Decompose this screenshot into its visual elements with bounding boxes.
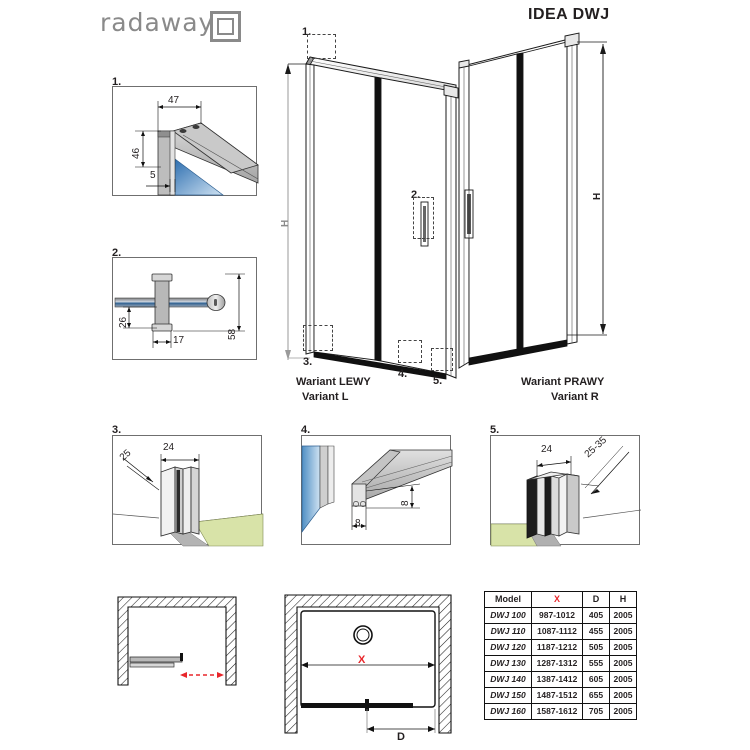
variant-right-pl: Wariant PRAWY bbox=[521, 376, 605, 388]
callout-4-box bbox=[398, 340, 422, 363]
cell-x: 1387-1412 bbox=[531, 671, 583, 688]
table-row: DWJ 100 987-1012 405 2005 bbox=[484, 607, 637, 624]
cell-h: 2005 bbox=[609, 623, 637, 640]
specification-table: Model X D H DWJ 100 987-1012 405 2005 DW… bbox=[484, 591, 637, 720]
detail-5-frame: 24 25-35 bbox=[490, 435, 642, 547]
cell-model: DWJ 110 bbox=[484, 623, 532, 640]
detail-2-dim-bottom: 17 bbox=[173, 335, 185, 346]
table-header-h: H bbox=[609, 591, 637, 608]
detail-2-drawing bbox=[114, 273, 245, 348]
detail-5-number: 5. bbox=[490, 424, 500, 436]
cell-h: 2005 bbox=[609, 607, 637, 624]
table-header-row: Model X D H bbox=[484, 591, 637, 608]
callout-3-label: 3. bbox=[303, 356, 313, 368]
elevation-right-drawing bbox=[458, 32, 607, 369]
variant-left-labels: Wariant LEWY Variant L bbox=[296, 375, 371, 405]
variant-right-en: Variant R bbox=[551, 391, 599, 403]
cell-h: 2005 bbox=[609, 655, 637, 672]
detail-1-dim-top: 47 bbox=[168, 95, 180, 106]
table-header-x: X bbox=[531, 591, 583, 608]
table-row: DWJ 140 1387-1412 605 2005 bbox=[484, 671, 637, 688]
cell-d: 405 bbox=[582, 607, 610, 624]
cell-model: DWJ 160 bbox=[484, 703, 532, 720]
brand-logo: radaway bbox=[100, 8, 260, 42]
detail-5-drawing bbox=[490, 445, 642, 547]
table-row: DWJ 120 1187-1212 505 2005 bbox=[484, 639, 637, 656]
plan-view-small bbox=[110, 585, 250, 695]
detail-3-frame: 24 25 bbox=[112, 435, 264, 547]
detail-2-number: 2. bbox=[112, 247, 122, 259]
cell-d: 505 bbox=[582, 639, 610, 656]
callout-5-label: 5. bbox=[433, 375, 443, 387]
cell-model: DWJ 140 bbox=[484, 671, 532, 688]
cell-d: 655 bbox=[582, 687, 610, 704]
callout-4-label: 4. bbox=[398, 368, 408, 380]
cell-d: 455 bbox=[582, 623, 610, 640]
detail-1-dim-bottom: 5 bbox=[150, 170, 156, 181]
cell-d: 555 bbox=[582, 655, 610, 672]
cell-h: 2005 bbox=[609, 639, 637, 656]
detail-4-drawing bbox=[301, 445, 453, 534]
cell-model: DWJ 150 bbox=[484, 687, 532, 704]
elevation-left-drawing bbox=[285, 56, 459, 380]
plan-main-drawing bbox=[284, 594, 452, 734]
cell-x: 1487-1512 bbox=[531, 687, 583, 704]
table-row: DWJ 160 1587-1612 705 2005 bbox=[484, 703, 637, 720]
callout-2-label: 2. bbox=[411, 189, 421, 201]
page-title: IDEA DWJ bbox=[528, 6, 610, 23]
detail-4-frame: 8 8 bbox=[301, 435, 453, 545]
table-row: DWJ 130 1287-1312 555 2005 bbox=[484, 655, 637, 672]
callout-3-box bbox=[303, 325, 333, 351]
elevation-left-height-label: H bbox=[280, 219, 291, 227]
detail-5-dim-top: 24 bbox=[541, 444, 553, 455]
detail-2-dim-left: 26 bbox=[118, 316, 129, 328]
detail-2-dim-right: 58 bbox=[227, 328, 238, 340]
callout-2-box bbox=[413, 197, 434, 239]
cell-d: 605 bbox=[582, 671, 610, 688]
cell-h: 2005 bbox=[609, 687, 637, 704]
elevation-view-right: H bbox=[455, 22, 635, 372]
table-row: DWJ 110 1087-1112 455 2005 bbox=[484, 623, 637, 640]
cell-x: 1287-1312 bbox=[531, 655, 583, 672]
detail-1-number: 1. bbox=[112, 76, 122, 88]
callout-1-label: 1. bbox=[302, 26, 312, 38]
cell-d: 705 bbox=[582, 703, 610, 720]
variant-left-en: Variant L bbox=[302, 391, 349, 403]
plan-x-label: X bbox=[358, 654, 366, 666]
cell-model: DWJ 100 bbox=[484, 607, 532, 624]
detail-3-dim-top: 24 bbox=[163, 442, 175, 453]
cell-x: 1587-1612 bbox=[531, 703, 583, 720]
detail-1-frame: 47 46 5 bbox=[112, 86, 259, 196]
callout-5-box bbox=[431, 348, 453, 371]
detail-2-frame: 26 17 58 bbox=[112, 257, 257, 360]
elevation-view-left: H bbox=[276, 22, 476, 380]
variant-right-labels: Wariant PRAWY Variant R bbox=[521, 375, 604, 405]
callout-1-box bbox=[307, 34, 336, 59]
cell-x: 1087-1112 bbox=[531, 623, 583, 640]
table-header-d: D bbox=[582, 591, 610, 608]
detail-4-dim-right: 8 bbox=[400, 500, 411, 506]
detail-3-number: 3. bbox=[112, 424, 122, 436]
plan-small-drawing bbox=[117, 596, 237, 686]
detail-1-dim-side: 46 bbox=[131, 147, 142, 159]
cell-x: 1187-1212 bbox=[531, 639, 583, 656]
variant-left-pl: Wariant LEWY bbox=[296, 376, 371, 388]
brand-name: radaway bbox=[100, 8, 215, 37]
plan-view-main: X D bbox=[283, 583, 473, 743]
cell-h: 2005 bbox=[609, 671, 637, 688]
cell-model: DWJ 130 bbox=[484, 655, 532, 672]
detail-3-drawing bbox=[112, 454, 264, 547]
cell-model: DWJ 120 bbox=[484, 639, 532, 656]
detail-1-drawing bbox=[135, 101, 259, 196]
table-row: DWJ 150 1487-1512 655 2005 bbox=[484, 687, 637, 704]
square-outline-icon bbox=[210, 11, 241, 42]
table-header-model: Model bbox=[484, 591, 532, 608]
detail-4-number: 4. bbox=[301, 424, 311, 436]
cell-h: 2005 bbox=[609, 703, 637, 720]
elevation-right-height-label: H bbox=[592, 192, 603, 200]
cell-x: 987-1012 bbox=[531, 607, 583, 624]
detail-4-dim-bottom: 8 bbox=[355, 518, 361, 529]
plan-d-label: D bbox=[397, 731, 405, 743]
